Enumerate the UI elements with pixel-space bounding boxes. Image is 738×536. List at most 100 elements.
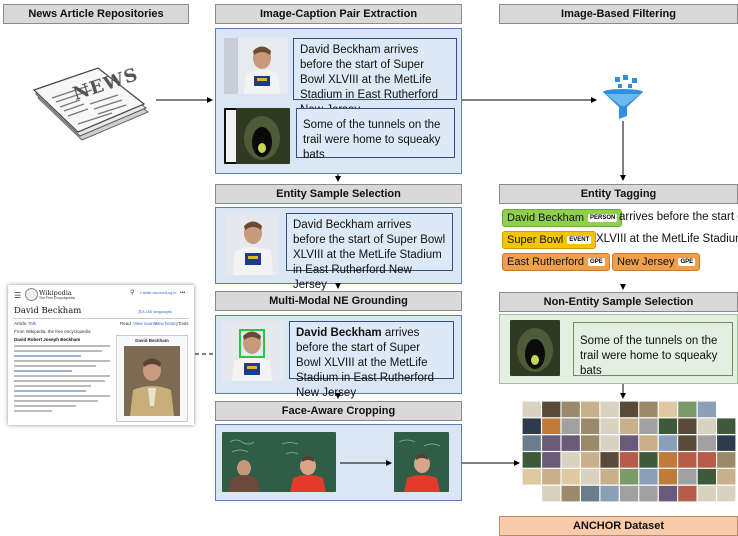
dataset-thumbnail (542, 485, 561, 502)
dataset-thumbnail (697, 485, 716, 502)
face-crop-header: Face-Aware Cropping (215, 401, 462, 421)
dataset-thumbnail (542, 401, 561, 418)
wiki-lead: David Robert Joseph Beckham (14, 337, 81, 342)
filtering-header: Image-Based Filtering (499, 4, 738, 24)
dataset-thumbnail (639, 468, 658, 485)
dataset-thumbnail (561, 418, 580, 434)
wiki-search-icon: ⚲ (130, 290, 135, 296)
dataset-thumbnail (561, 435, 580, 451)
dataset-thumbnail (717, 452, 736, 468)
wiki-menu-icon: ☰ (14, 291, 22, 300)
grounding-header: Multi-Modal NE Grounding (215, 291, 462, 311)
filter-funnel-icon (599, 75, 647, 121)
wiki-action-read[interactable]: Read (120, 321, 131, 326)
non-entity-caption: Some of the tunnels on the trail were ho… (573, 322, 733, 377)
tag-gpe-2-entity: New Jersey (617, 256, 675, 268)
anchor-dataset-header: ANCHOR Dataset (499, 516, 738, 536)
dataset-thumbnail (522, 401, 541, 418)
dataset-thumbnail (542, 435, 561, 451)
dataset-thumbnail (697, 468, 716, 485)
wiki-infobox-photo (124, 346, 180, 416)
dataset-thumbnail (697, 452, 716, 468)
tag-person-entity: David Beckham (507, 212, 585, 224)
dataset-thumbnail (581, 418, 600, 434)
wiki-brand: Wikipedia (39, 289, 72, 297)
wiki-tab-talk[interactable]: Talk (28, 321, 37, 326)
dataset-thumbnail (561, 468, 580, 485)
dataset-thumbnail (600, 452, 619, 468)
tag-event-label: EVENT (567, 236, 592, 244)
dataset-thumbnail (678, 468, 697, 485)
dataset-thumbnail (678, 435, 697, 451)
dataset-thumbnail (581, 401, 600, 418)
dataset-thumbnail (600, 418, 619, 434)
beckham-caption: David Beckham arrives before the start o… (293, 38, 457, 116)
dataset-thumbnail (658, 418, 678, 434)
dataset-thumbnail (639, 435, 658, 451)
wiki-action-tools[interactable]: Tools (178, 321, 189, 326)
wiki-title: David Beckham (14, 306, 82, 316)
tag-row2-text: XLVIII at the MetLife Stadium in (596, 233, 738, 245)
dataset-thumbnail (619, 468, 639, 485)
dataset-thumbnail (522, 435, 541, 451)
dataset-thumbnail (561, 401, 580, 418)
wiki-tab-article[interactable]: Article (14, 321, 27, 326)
tag-gpe-2: New Jersey GPE (612, 253, 701, 271)
tag-person-label: PERSON (588, 214, 618, 222)
entity-sample-photo (225, 213, 279, 275)
tag-gpe-1-entity: East Rutherford (507, 256, 585, 268)
tag-row1-text: arrives before the start of (619, 211, 738, 223)
dataset-thumbnail (717, 485, 736, 502)
dataset-thumbnail (658, 452, 678, 468)
dataset-thumbnail (600, 435, 619, 451)
wiki-action-history[interactable]: View history (154, 321, 179, 326)
face-bounding-box (239, 329, 265, 358)
news-repos-header: News Article Repositories (3, 4, 189, 24)
dataset-thumbnail (619, 418, 639, 434)
dataset-thumbnail (600, 468, 619, 485)
dataset-thumbnail (561, 452, 580, 468)
dataset-thumbnail (619, 435, 639, 451)
dataset-thumbnail (658, 468, 678, 485)
dataset-thumbnail (717, 468, 736, 485)
dataset-thumbnail (678, 418, 697, 434)
dataset-thumbnail (581, 452, 600, 468)
wiki-languages[interactable]: 文A 160 languages (138, 309, 172, 314)
wiki-create-account[interactable]: Create account (140, 291, 166, 295)
dataset-thumbnail (639, 485, 658, 502)
tunnel-caption: Some of the tunnels on the trail were ho… (296, 108, 455, 161)
dataset-thumbnail (522, 452, 541, 468)
wiki-login[interactable]: Log in (166, 291, 177, 295)
dataset-thumbnail (619, 401, 639, 418)
dataset-thumbnail (581, 435, 600, 451)
dataset-thumbnail (619, 485, 639, 502)
dataset-thumbnail (717, 435, 736, 451)
tag-gpe-2-label: GPE (678, 258, 696, 266)
tunnel-photo (224, 108, 290, 164)
wiki-infobox-title: David Beckham (135, 338, 169, 343)
tag-event-entity: Super Bowl (507, 234, 564, 246)
non-entity-photo (510, 320, 560, 376)
newspaper-icon: NEWS (30, 60, 150, 145)
wiki-more[interactable]: ••• (180, 290, 186, 296)
dataset-thumbnail (619, 452, 639, 468)
grounding-photo (222, 321, 284, 381)
dataset-thumbnail (678, 485, 697, 502)
wiki-from: From Wikipedia, the free encyclopedia (14, 329, 91, 334)
wiki-body-text (14, 342, 110, 415)
grounded-caption-rest: arrives before the start of Super Bowl X… (296, 327, 435, 399)
tag-person: David Beckham PERSON (502, 209, 623, 227)
dataset-thumbnail (600, 401, 619, 418)
anchor-image-mosaic (522, 401, 736, 502)
dataset-thumbnail (639, 452, 658, 468)
dataset-thumbnail (678, 401, 697, 418)
dataset-thumbnail (639, 418, 658, 434)
tag-gpe-1-label: GPE (588, 258, 605, 266)
dataset-thumbnail (697, 435, 716, 451)
dataset-thumbnail (522, 418, 541, 434)
dataset-thumbnail (522, 468, 541, 485)
dataset-thumbnail (581, 485, 600, 502)
dataset-thumbnail (658, 435, 678, 451)
wiki-action-source[interactable]: View source (133, 321, 158, 326)
dataset-thumbnail (697, 401, 716, 418)
